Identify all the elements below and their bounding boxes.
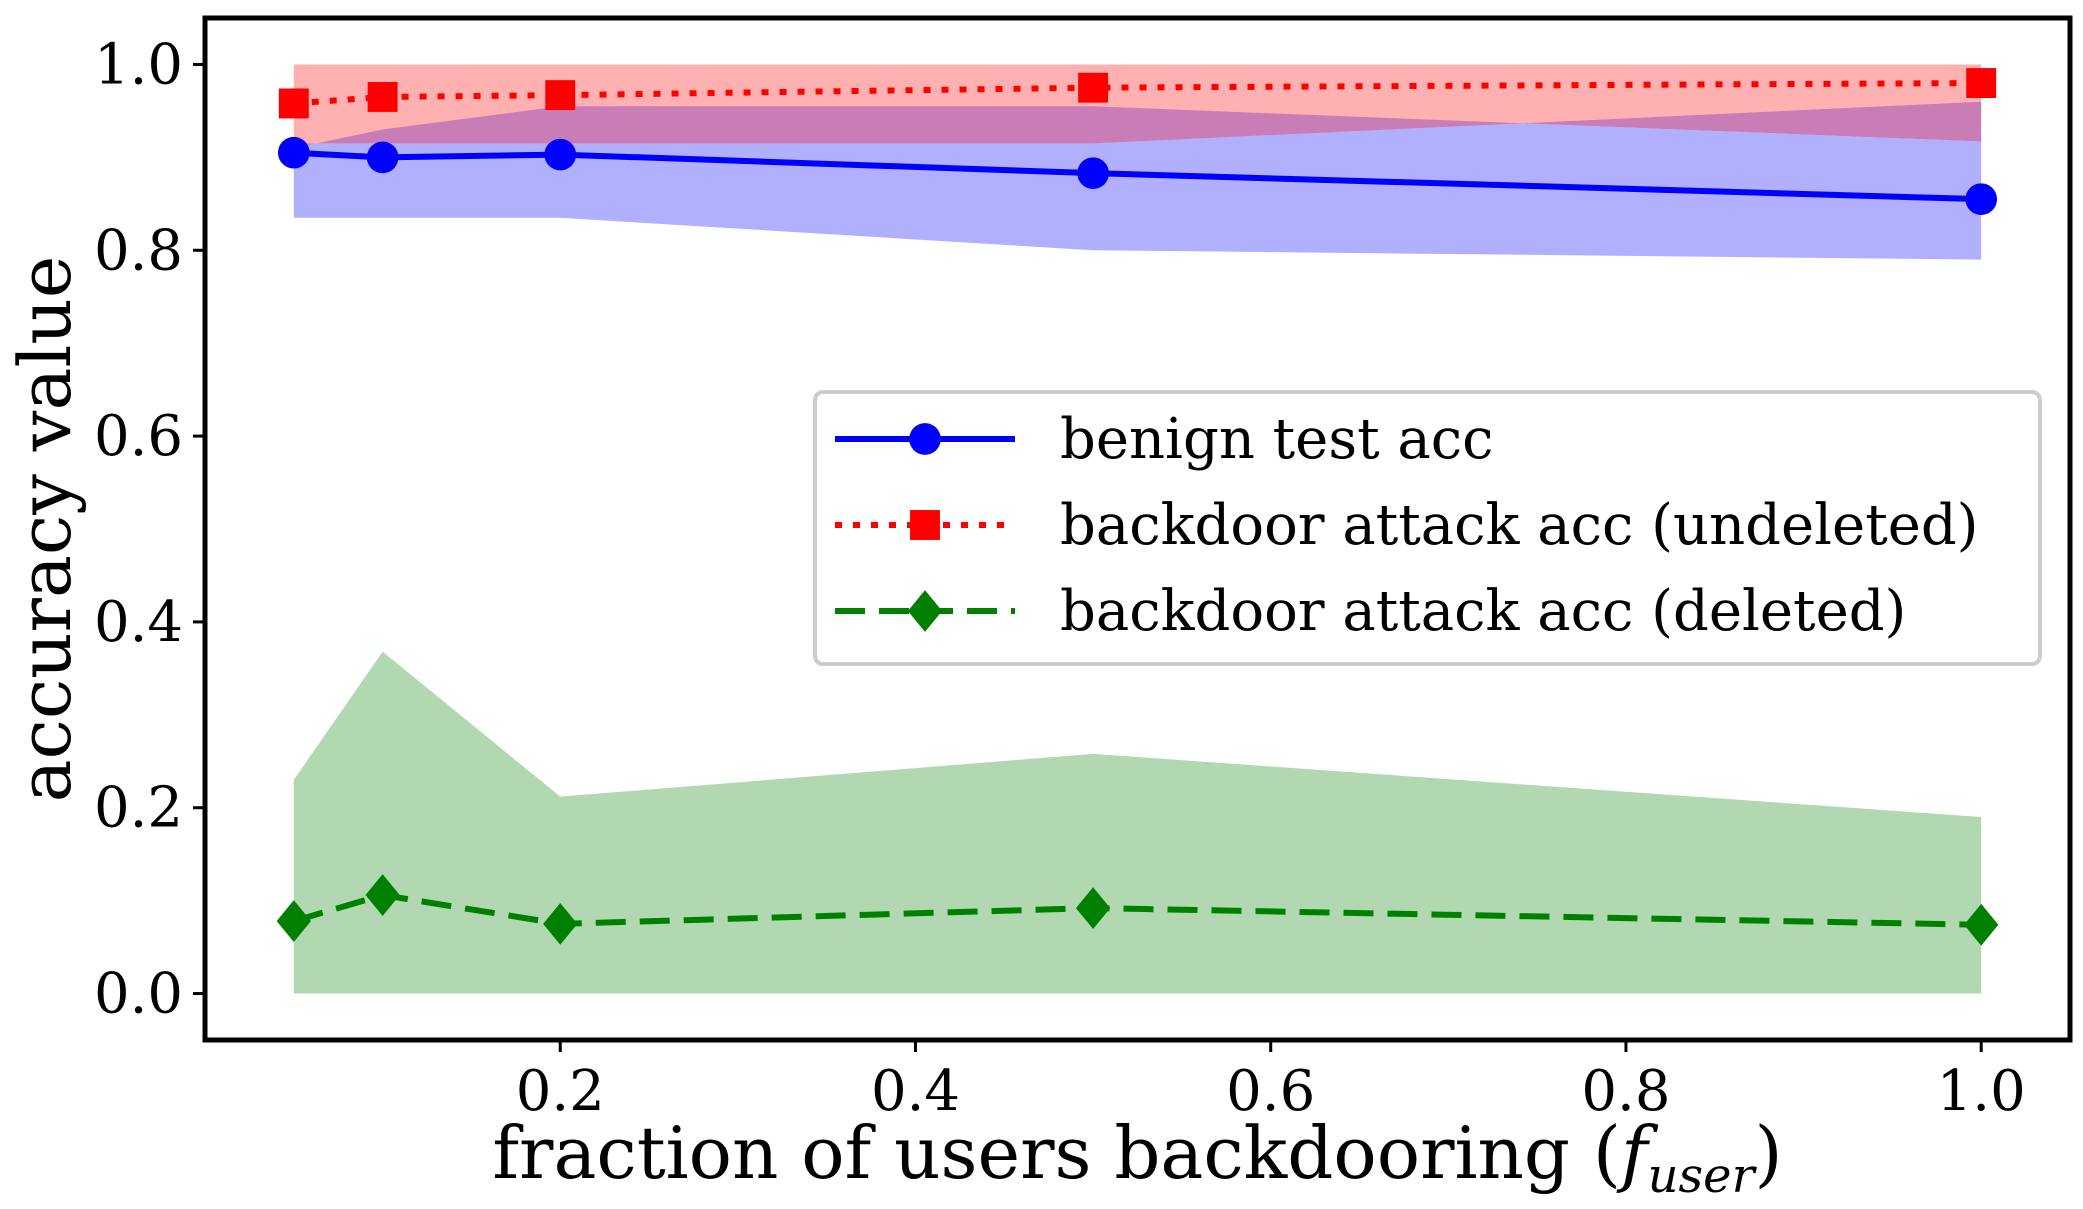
y-tick-label: 0.4 [94, 590, 183, 655]
plot-frame [202, 15, 2073, 1043]
marker-series-0-point-2 [544, 138, 577, 171]
x-axis-label-subscript: user [1648, 1148, 1758, 1204]
x-axis-ticks: 0.2 0.4 0.6 0.8 1.0 [516, 1040, 2026, 1124]
y-tick-label: 0.0 [94, 962, 183, 1027]
x-axis-label: fraction of users backdooring (fuser) [492, 1111, 1782, 1204]
line-series-1 [293, 80, 1982, 107]
marker-series-0-point-4 [1965, 183, 1998, 216]
legend: benign test acc backdoor attack acc (unde… [813, 390, 2042, 666]
marker-series-1-point-3 [1078, 72, 1109, 103]
x-axis-label-text: fraction of users backdooring ( [492, 1111, 1621, 1195]
marker-series-2-point-0 [276, 900, 311, 942]
y-tick-label: 0.8 [94, 218, 183, 283]
legend-label-2: backdoor attack acc (deleted) [1060, 579, 1906, 644]
y-tick-label: 1.0 [94, 32, 183, 97]
marker-series-1-point-2 [545, 80, 576, 111]
x-tick-label: 0.6 [1226, 1059, 1315, 1124]
legend-marker-2 [907, 590, 943, 632]
x-tick-label: 1.0 [1937, 1059, 2026, 1124]
x-tick-label: 0.8 [1581, 1059, 1670, 1124]
x-axis-label-close: ) [1755, 1111, 1783, 1195]
marker-series-0-point-1 [366, 141, 399, 174]
legend-box [813, 390, 2042, 666]
y-tick-label: 0.6 [94, 404, 183, 469]
series-markers [276, 68, 1999, 946]
marker-series-1-point-1 [367, 82, 398, 112]
x-tick-label: 0.2 [516, 1059, 605, 1124]
legend-marker-0 [909, 423, 941, 455]
marker-series-2-point-3 [1075, 887, 1111, 929]
marker-series-2-point-4 [1964, 903, 1999, 946]
y-axis-ticks: 0.0 0.2 0.4 0.6 0.8 1.0 [94, 32, 205, 1027]
legend-marker-1 [910, 510, 940, 540]
band-overlap [293, 101, 1982, 149]
y-axis-label: accuracy value [3, 256, 87, 803]
marker-series-2-point-1 [365, 874, 400, 916]
marker-series-0-point-0 [277, 136, 310, 169]
marker-series-2-point-2 [543, 902, 578, 945]
legend-label-0: benign test acc [1060, 407, 1493, 472]
y-tick-label: 0.2 [94, 776, 183, 841]
marker-series-1-point-0 [278, 88, 309, 119]
marker-series-0-point-3 [1077, 157, 1109, 189]
x-tick-label: 0.4 [871, 1059, 960, 1124]
marker-series-1-point-4 [1966, 68, 1997, 98]
band-series-2 [293, 651, 1982, 994]
legend-label-1: backdoor attack acc (undeleted) [1060, 493, 1979, 558]
band-series-0 [293, 106, 1982, 260]
